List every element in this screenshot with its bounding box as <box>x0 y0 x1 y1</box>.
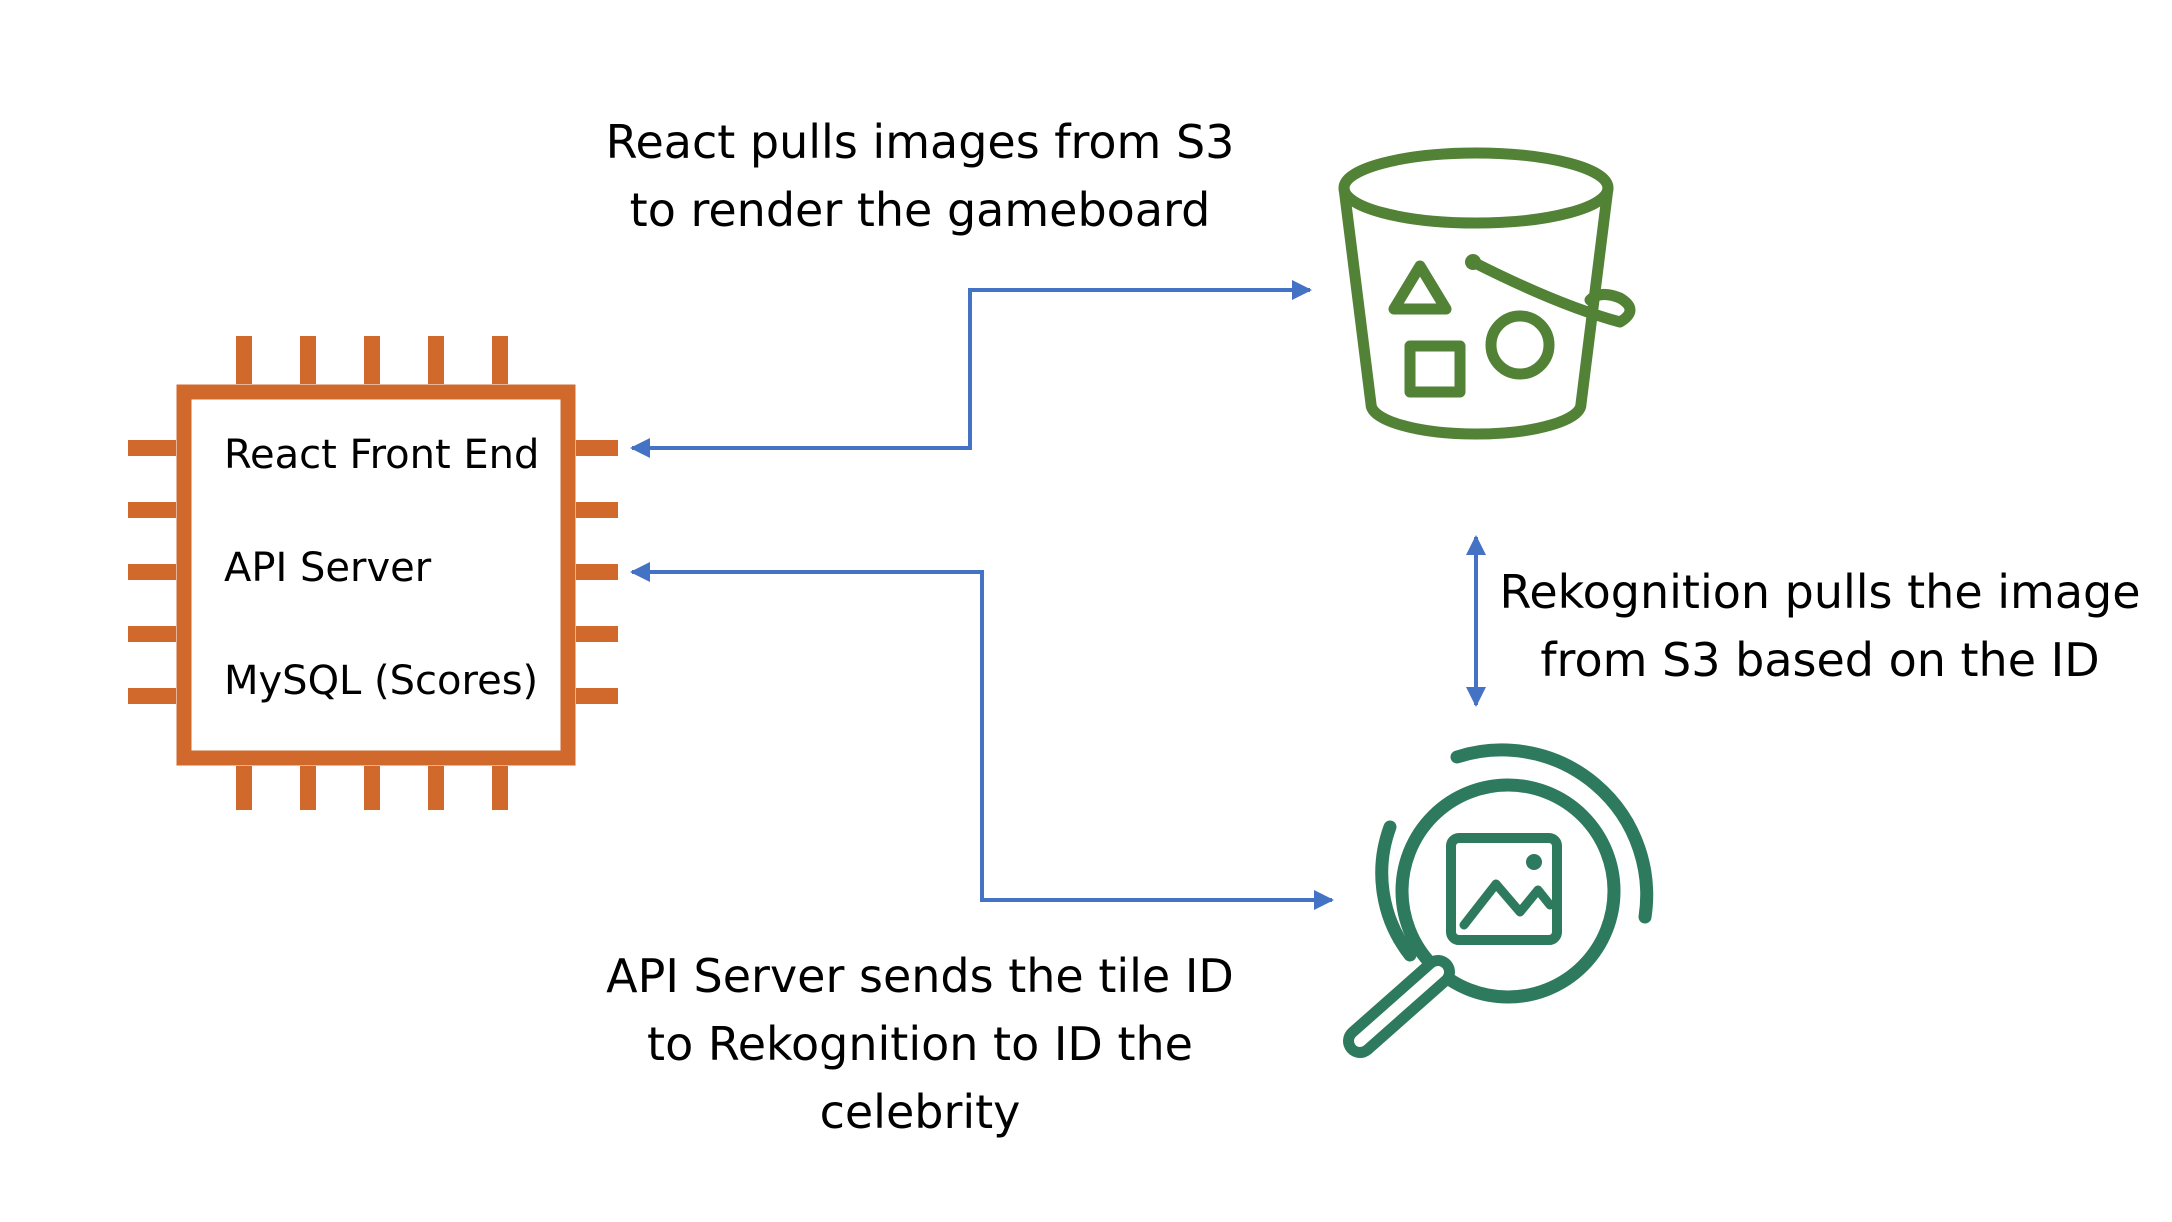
chip-line-mysql-scores: MySQL (Scores) <box>224 658 539 704</box>
label-api-server-sends-tile-id: API Server sends the tile ID to Rekognit… <box>606 949 1234 1139</box>
connector-compute-rekognition <box>630 562 1334 910</box>
chip-line-api-server: API Server <box>224 545 432 591</box>
rekognition-image-search-icon <box>1343 743 1654 1058</box>
chip-line-react-front-end: React Front End <box>224 432 540 478</box>
ec2-chip-icon <box>128 336 618 810</box>
s3-bucket-icon <box>1338 147 1636 440</box>
label-react-pulls-images: React pulls images from S3 to render the… <box>605 115 1235 237</box>
label-rekognition-pulls-image: Rekognition pulls the image from S3 base… <box>1499 565 2141 687</box>
connector-compute-s3 <box>630 280 1312 458</box>
